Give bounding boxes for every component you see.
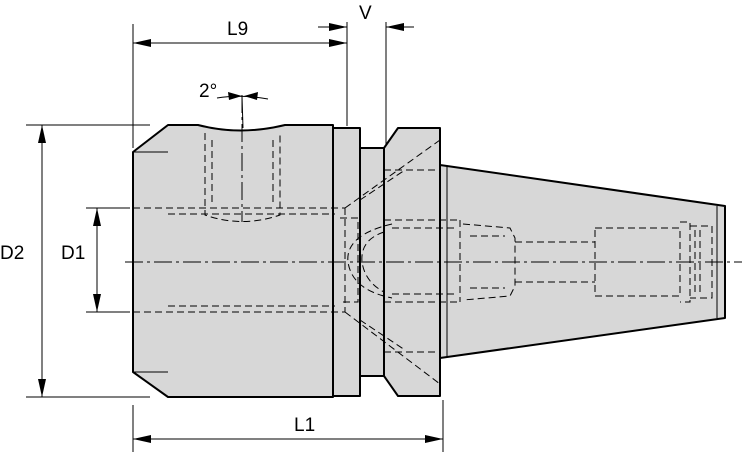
label-l9: L9 bbox=[227, 19, 248, 40]
arrow-d2-top bbox=[38, 125, 46, 143]
pull-stud-bore bbox=[594, 227, 681, 297]
collar-cone-lower-2 bbox=[359, 319, 406, 351]
arrow-angle-left bbox=[228, 92, 242, 100]
label-l1: L1 bbox=[294, 415, 315, 436]
dome-inner bbox=[361, 231, 385, 293]
label-angle: 2° bbox=[199, 81, 217, 102]
arrow-angle-right bbox=[244, 92, 258, 100]
holder-body bbox=[132, 124, 726, 398]
label-d2: D2 bbox=[0, 243, 24, 264]
label-d1: D1 bbox=[61, 243, 85, 264]
arrow-l1-right bbox=[425, 435, 443, 443]
dome-end bbox=[347, 223, 393, 299]
holder-main-cylinder bbox=[132, 124, 334, 398]
collar-cone-upper bbox=[344, 139, 441, 209]
dimension-lines bbox=[38, 23, 443, 443]
dimension-labels: L9 V 2° D2 D1 L1 bbox=[0, 3, 372, 436]
clamp-screw-hole bbox=[204, 133, 281, 222]
bore-end bbox=[340, 208, 359, 312]
flange-collar bbox=[383, 127, 441, 397]
arrow-l9-right bbox=[329, 39, 347, 47]
collar-cone-lower bbox=[344, 311, 441, 385]
collar-cone-upper-2 bbox=[359, 169, 406, 201]
arrow-v-right bbox=[386, 23, 404, 31]
arrow-d1-top bbox=[93, 208, 101, 226]
hidden-features bbox=[133, 133, 713, 385]
arrow-d2-bottom bbox=[38, 379, 46, 397]
arrow-v-left bbox=[329, 23, 347, 31]
arrow-l9-left bbox=[133, 39, 151, 47]
dim-arc-angle bbox=[216, 95, 269, 100]
step-ring bbox=[332, 127, 361, 397]
label-v: V bbox=[359, 3, 372, 24]
arrow-d1-bottom bbox=[93, 294, 101, 312]
angle-leader bbox=[241, 95, 244, 129]
arrow-l1-left bbox=[133, 435, 151, 443]
extension-lines bbox=[26, 22, 444, 452]
